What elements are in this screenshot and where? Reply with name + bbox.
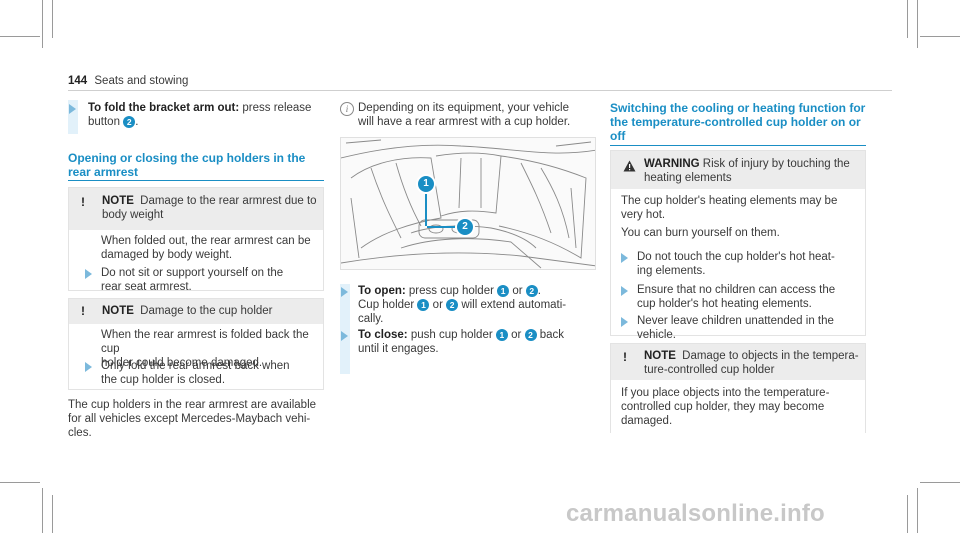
info-icon: i [340,102,354,116]
step-close: To close: push cup holder 1 or 2 back un… [358,328,565,355]
callout-1-icon: 1 [495,328,508,341]
header-rule [68,90,892,91]
step-arrow-icon [341,287,348,297]
crop-mark [0,36,40,37]
page-header: 144 Seats and stowing [68,74,188,88]
heading-rule [68,180,324,181]
crop-mark [907,0,908,38]
note-box: ! NOTE Damage to objects in the tempera-… [610,343,866,433]
crop-mark [920,36,960,37]
warning-header: WARNING Risk of injury by touching the h… [611,151,865,189]
crop-mark [0,482,40,483]
availability-paragraph: The cup holders in the rear armrest are … [68,399,317,439]
warning-box: WARNING Risk of injury by touching the h… [610,150,866,341]
step-arrow-icon [85,269,92,279]
step-arrow-icon [341,331,348,341]
section-heading: Opening or closing the cup holders in th… [68,151,306,179]
section-heading: Switching the cooling or heating functio… [610,101,866,143]
step-arrow-icon [621,253,628,263]
note-body: If you place objects into the temperatur… [621,387,830,427]
note-header: ! NOTE Damage to objects in the tempera-… [611,344,865,380]
note-step: Do not sit or support yourself on the re… [101,267,284,293]
crop-mark [52,495,53,533]
warning-step: Never leave children unattended in the v… [637,315,834,341]
warning-step: Ensure that no children can access the c… [637,284,836,310]
exclamation-icon: ! [81,304,85,318]
warning-step: Do not touch the cup holder's hot heat- … [637,251,835,277]
step-bar [340,284,350,374]
callout-1-icon: 1 [497,284,510,297]
step-arrow-icon [85,362,92,372]
crop-mark [917,488,918,533]
exclamation-icon: ! [81,195,85,209]
callout-1-marker: 1 [416,174,436,194]
callout-2-icon: 2 [123,115,136,128]
crop-mark [917,0,918,48]
callout-leader-line [427,226,455,228]
step-bar [68,100,78,134]
note-header: ! NOTE Damage to the rear armrest due to… [69,188,323,230]
watermark: carmanualsonline.info [566,500,825,527]
warning-body: The cup holder's heating elements may be… [621,195,838,239]
armrest-illustration: 1 2 [340,137,596,270]
section-title: Seats and stowing [94,75,189,87]
crop-mark [907,495,908,533]
crop-mark [920,482,960,483]
crop-mark [42,0,43,48]
rear-seat-drawing [341,139,595,269]
callout-2-icon: 2 [446,298,459,311]
step-fold-bracket: To fold the bracket arm out: press relea… [88,102,312,128]
callout-2-icon: 2 [525,284,538,297]
crop-mark [42,488,43,533]
callout-leader-line [425,194,427,226]
page-number: 144 [68,75,88,87]
callout-2-icon: 2 [524,328,537,341]
info-text: Depending on its equipment, your vehicle… [358,102,571,128]
step-arrow-icon [621,286,628,296]
step-open: To open: press cup holder 1 or 2. Cup ho… [358,284,567,325]
note-header: ! NOTE Damage to the cup holder [69,299,323,324]
heading-rule [610,145,866,146]
note-body: When the rear armrest is folded back the… [101,329,309,369]
step-arrow-icon [621,317,628,327]
note-step: Only fold the rear armrest back when the… [101,360,290,386]
warning-triangle-icon [623,160,636,172]
exclamation-icon: ! [623,350,627,364]
note-body: When folded out, the rear armrest can be… [101,235,311,261]
crop-mark [52,0,53,38]
callout-1-icon: 1 [417,298,430,311]
step-arrow-icon [69,104,76,114]
callout-2-marker: 2 [455,217,475,237]
note-box: ! NOTE Damage to the cup holder When the… [68,298,324,390]
note-box: ! NOTE Damage to the rear armrest due to… [68,187,324,293]
